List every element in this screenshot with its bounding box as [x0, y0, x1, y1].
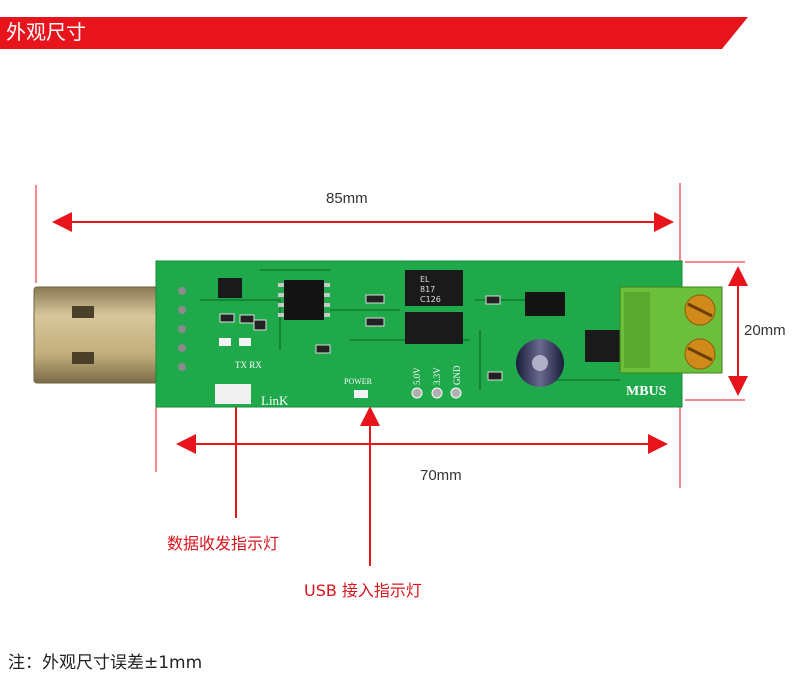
data-led-callout: 数据收发指示灯 — [167, 534, 280, 553]
usb-led-callout: USB 接入指示灯 — [304, 581, 422, 600]
header-banner: 外观尺寸 — [0, 15, 801, 49]
mbus-terminal-block — [619, 286, 723, 374]
label-power: POWER — [344, 377, 373, 386]
banner-shape — [0, 17, 748, 49]
label-gnd: GND — [452, 365, 462, 385]
tolerance-note: 注：外观尺寸误差±1mm — [8, 653, 203, 673]
page-title: 外观尺寸 — [6, 20, 86, 44]
dimension-guides — [35, 183, 745, 488]
board-width-label: 20mm — [744, 322, 786, 339]
label-brand: LinK — [261, 393, 289, 408]
label-3v3: 3.3V — [432, 367, 442, 385]
chip1-line2: 817 — [420, 285, 435, 294]
overall-length-label: 85mm — [326, 190, 368, 207]
label-5v: 5.0V — [412, 367, 422, 385]
chip1-line1: EL — [420, 275, 430, 284]
pcb-board — [155, 260, 683, 408]
label-txrx: TX RX — [235, 360, 262, 370]
label-mbus: MBUS — [626, 384, 667, 399]
board-length-label: 70mm — [420, 467, 462, 484]
chip1-line3: C126 — [420, 295, 441, 304]
